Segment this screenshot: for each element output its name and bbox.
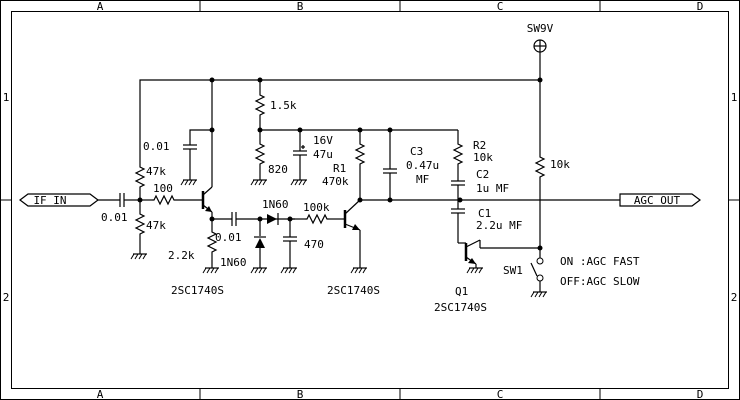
ground-symbols [130,179,548,298]
label-c-470: 470 [304,238,324,251]
label-c2-name: C2 [476,168,489,181]
switch-sw1 [530,257,544,292]
ground-icon [280,267,298,274]
label-c3-name: C3 [410,145,423,158]
frame-col-a-top: A [97,0,104,13]
resistor-47k-top [134,165,146,189]
frame-col-b-bottom: B [297,388,304,400]
label-sw1: SW1 [503,264,523,277]
note-agc-slow: OFF:AGC SLOW [560,275,640,288]
label-tr2: 2SC1740S [327,284,380,297]
label-r1-name: R1 [333,162,346,175]
supply-label: SW9V [527,22,554,35]
resistor-100k [305,213,329,225]
label-r-47k-top: 47k [146,165,166,178]
resistor-10k [534,155,546,179]
capacitor-decoupling-0-01 [183,144,197,150]
resistor-r1-470k [354,142,366,166]
frame-row-2-left: 2 [3,291,10,304]
capacitor-c1-2-2u [451,208,465,214]
capacitor-47u-electrolytic [293,145,307,156]
ground-icon [180,179,198,186]
capacitor-coupling-0-01 [231,212,237,226]
port-if-in-label: IF IN [33,194,66,207]
supply-terminal-icon [533,39,547,53]
ground-icon [290,179,308,186]
diode-d1-1n60 [254,236,266,248]
label-r2-value: 10k [473,151,493,164]
note-agc-fast: ON :AGC FAST [560,255,640,268]
label-c-0-01-in: 0.01 [101,211,128,224]
transistor-tr1 [201,186,213,213]
label-r-1-5k: 1.5k [270,99,297,112]
frame-col-c-top: C [497,0,504,13]
label-r2-name: R2 [473,139,486,152]
port-agc-out-label: AGC OUT [634,194,681,207]
frame-col-d-top: D [697,0,704,13]
resistor-47k-bottom [134,212,146,236]
label-c3-value: 0.47u [406,159,439,172]
transistors [201,186,540,268]
label-r1-value: 470k [322,175,349,188]
ground-icon [250,179,268,186]
label-c3-type: MF [416,173,429,186]
ground-icon [202,267,220,274]
ground-icon [530,291,548,298]
label-d2: 1N60 [262,198,289,211]
ground-icon [350,267,368,274]
label-c1-value: 2.2u MF [476,219,522,232]
label-r-2-2k: 2.2k [168,249,195,262]
ground-icon [466,267,484,274]
label-r-820: 820 [268,163,288,176]
port-agc-out: AGC OUT [619,193,701,207]
label-q1-value: 2SC1740S [434,301,487,314]
transistor-tr2 [343,199,361,231]
frame-row-2-right: 2 [731,291,738,304]
ground-icon [130,253,148,260]
capacitors [119,144,465,242]
resistor-100 [152,194,176,206]
label-c-0-01-top: 0.01 [143,140,170,153]
label-c-coupling: 0.01 [215,231,242,244]
label-tr1: 2SC1740S [171,284,224,297]
label-c-47u: 47u [313,148,333,161]
label-c-16v: 16V [313,134,333,147]
frame-col-b-top: B [297,0,304,13]
label-r-100k: 100k [303,201,330,214]
component-labels: SW9V 0.01 47k 100 0.01 47k 2.2k 0.01 1N6… [101,22,640,314]
capacitor-470 [283,236,297,242]
junction-dots [137,77,543,251]
capacitor-c2-1u [451,180,465,186]
resistors [134,93,546,256]
frame-row-1-right: 1 [731,91,738,104]
capacitor-input-0-01 [119,193,125,207]
capacitor-c3-0-47u [383,168,397,174]
label-r-10k: 10k [550,158,570,171]
resistor-1-5k [254,93,266,117]
label-q1-name: Q1 [455,285,468,298]
transistor-q1 [458,239,540,268]
label-d1: 1N60 [220,256,247,269]
resistor-820 [254,142,266,166]
wiring [98,52,620,268]
label-r-100: 100 [153,182,173,195]
port-if-in: IF IN [19,193,99,207]
resistor-2-2k [206,228,218,256]
label-c2-value: 1u MF [476,182,509,195]
label-r-47k-bottom: 47k [146,219,166,232]
diode-d2-1n60 [267,213,279,225]
resistor-r2-10k [452,142,464,166]
ground-icon [250,267,268,274]
frame-col-d-bottom: D [697,388,704,400]
frame-col-a-bottom: A [97,388,104,400]
frame-col-c-bottom: C [497,388,504,400]
label-c1-name: C1 [478,207,491,220]
frame-row-1-left: 1 [3,91,10,104]
diodes [254,213,279,248]
